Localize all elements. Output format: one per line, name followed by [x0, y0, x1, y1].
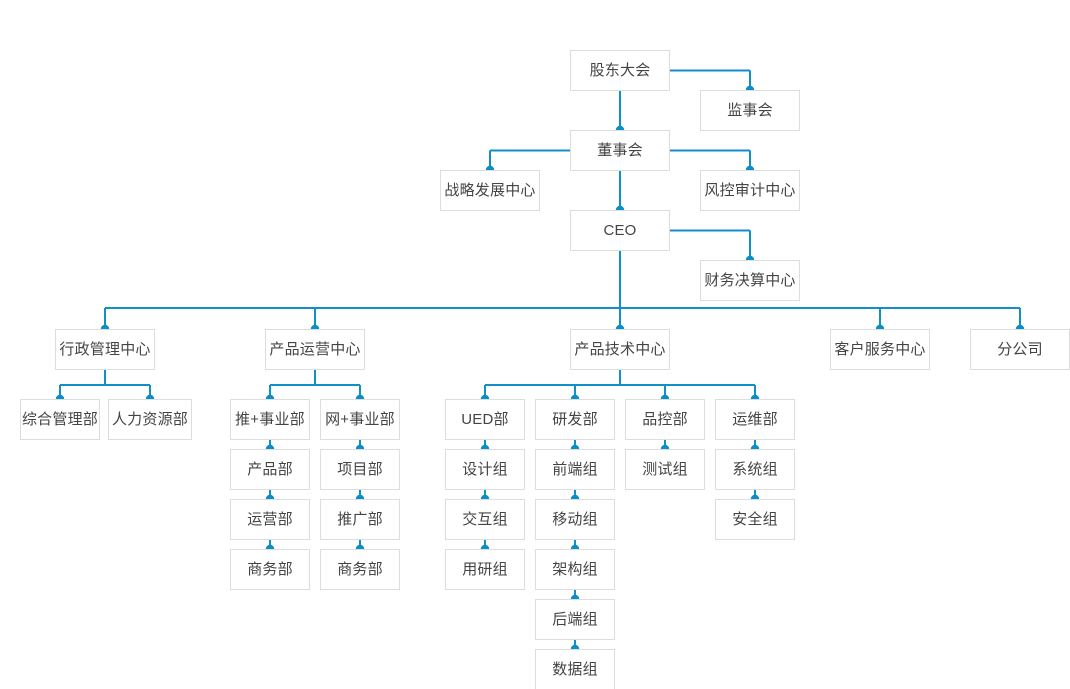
org-node[interactable]: 推+事业部: [230, 399, 310, 440]
org-node[interactable]: 安全组: [715, 499, 795, 540]
org-node[interactable]: 战略发展中心: [440, 170, 540, 211]
org-node[interactable]: 交互组: [445, 499, 525, 540]
org-node-label: CEO: [603, 222, 637, 239]
org-node-label: 品控部: [642, 411, 688, 428]
org-node[interactable]: 产品技术中心: [570, 329, 670, 370]
org-node-label: 推+事业部: [235, 411, 305, 428]
org-node[interactable]: 推广部: [320, 499, 400, 540]
org-node-label: 行政管理中心: [59, 341, 151, 358]
org-node[interactable]: CEO: [570, 210, 670, 251]
org-node[interactable]: 商务部: [230, 549, 310, 590]
org-node-label: 商务部: [337, 561, 383, 578]
org-node[interactable]: 行政管理中心: [55, 329, 155, 370]
org-node[interactable]: 股东大会: [570, 50, 670, 91]
org-node[interactable]: 董事会: [570, 130, 670, 171]
org-node-label: 运维部: [732, 411, 778, 428]
org-node-label: 风控审计中心: [704, 182, 796, 199]
org-node-label: 移动组: [552, 511, 598, 528]
org-node-label: 产品技术中心: [574, 341, 666, 358]
org-node[interactable]: 后端组: [535, 599, 615, 640]
org-node[interactable]: UED部: [445, 399, 525, 440]
org-node[interactable]: 研发部: [535, 399, 615, 440]
org-node[interactable]: 系统组: [715, 449, 795, 490]
org-node-label: 综合管理部: [21, 411, 98, 428]
org-node[interactable]: 商务部: [320, 549, 400, 590]
org-node[interactable]: 架构组: [535, 549, 615, 590]
org-node-label: 测试组: [642, 461, 688, 478]
org-node-label: 人力资源部: [111, 411, 188, 428]
org-node-label: 项目部: [337, 461, 383, 478]
org-node-label: 产品部: [247, 461, 293, 478]
org-node-label: 财务决算中心: [704, 272, 796, 289]
org-node[interactable]: 人力资源部: [108, 399, 192, 440]
org-node[interactable]: 移动组: [535, 499, 615, 540]
org-node[interactable]: 运营部: [230, 499, 310, 540]
org-node[interactable]: 客户服务中心: [830, 329, 930, 370]
org-node-label: 架构组: [552, 561, 598, 578]
org-node[interactable]: 产品部: [230, 449, 310, 490]
org-node-label: 运营部: [247, 511, 293, 528]
org-node-label: 交互组: [462, 511, 508, 528]
org-node-label: 后端组: [552, 611, 598, 628]
org-node[interactable]: 运维部: [715, 399, 795, 440]
org-node[interactable]: 风控审计中心: [700, 170, 800, 211]
org-node-label: 前端组: [552, 461, 598, 478]
org-node[interactable]: 网+事业部: [320, 399, 400, 440]
org-node-label: 系统组: [732, 461, 778, 478]
org-node-label: 数据组: [552, 661, 598, 678]
org-node[interactable]: 品控部: [625, 399, 705, 440]
org-node[interactable]: 数据组: [535, 649, 615, 689]
org-node[interactable]: 用研组: [445, 549, 525, 590]
org-node-label: 商务部: [247, 561, 293, 578]
org-node[interactable]: 产品运营中心: [265, 329, 365, 370]
org-node-label: 用研组: [462, 561, 508, 578]
org-node-label: 设计组: [462, 461, 508, 478]
org-node-label: 客户服务中心: [834, 341, 926, 358]
org-node-label: 分公司: [997, 341, 1043, 358]
org-node[interactable]: 测试组: [625, 449, 705, 490]
org-node-label: 安全组: [732, 511, 778, 528]
org-node[interactable]: 综合管理部: [20, 399, 100, 440]
org-node-label: 推广部: [337, 511, 383, 528]
org-node-label: 产品运营中心: [269, 341, 361, 358]
org-node-label: 研发部: [552, 411, 598, 428]
org-node-label: 网+事业部: [325, 411, 395, 428]
org-node-label: 战略发展中心: [444, 182, 536, 199]
org-node[interactable]: 项目部: [320, 449, 400, 490]
org-node-label: 股东大会: [589, 62, 651, 79]
org-node[interactable]: 监事会: [700, 90, 800, 131]
org-node[interactable]: 前端组: [535, 449, 615, 490]
org-node[interactable]: 设计组: [445, 449, 525, 490]
org-node[interactable]: 分公司: [970, 329, 1070, 370]
org-node[interactable]: 财务决算中心: [700, 260, 800, 301]
org-node-label: 董事会: [597, 142, 643, 159]
org-node-label: UED部: [461, 411, 509, 428]
org-node-label: 监事会: [727, 102, 773, 119]
